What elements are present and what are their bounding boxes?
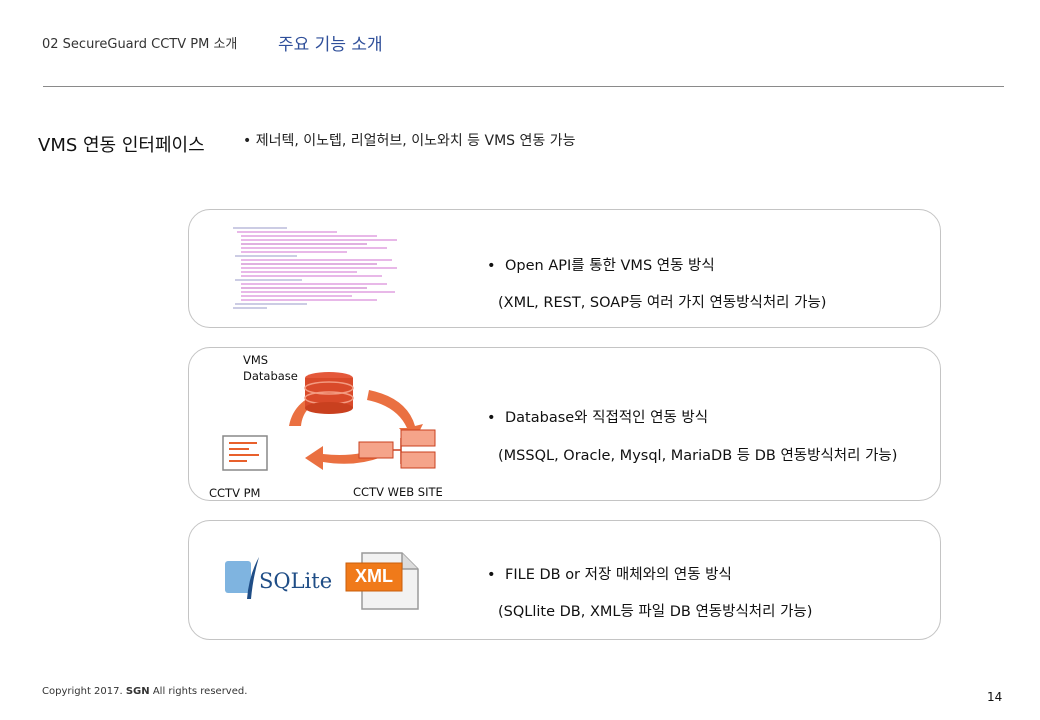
cctv-web-site-icon bbox=[358, 429, 436, 469]
cctv-pm-document-icon bbox=[222, 435, 268, 471]
cctv-pm-label: CCTV PM bbox=[209, 486, 261, 500]
vms-db-label-line1: VMS bbox=[243, 353, 269, 367]
xml-code-thumbnail bbox=[233, 227, 397, 309]
file-db-panel: SQLite XML •FILE DB or 저장 매체와의 연동 방식 (SQ… bbox=[188, 520, 941, 640]
sqlite-logo-text: SQLite bbox=[259, 569, 333, 593]
database-icon bbox=[304, 372, 354, 414]
database-title: •Database와 직접적인 연동 방식 bbox=[487, 410, 709, 426]
file-db-detail: (SQLlite DB, XML등 파일 DB 연동방식처리 가능) bbox=[498, 604, 813, 620]
database-detail: (MSSQL, Oracle, Mysql, MariaDB 등 DB 연동방식… bbox=[498, 448, 898, 464]
topic-title: VMS 연동 인터페이스 bbox=[38, 135, 205, 156]
header-divider bbox=[43, 86, 1004, 87]
database-sync-diagram bbox=[222, 372, 436, 471]
page-number: 14 bbox=[987, 690, 1003, 704]
page-heading: 주요 기능 소개 bbox=[278, 35, 383, 55]
database-panel: VMS Database CCTV PM CCTV WEB SITE •Data… bbox=[188, 347, 941, 501]
xml-file-icon bbox=[345, 552, 419, 610]
cctv-web-site-label: CCTV WEB SITE bbox=[353, 485, 443, 499]
section-label: 02 SecureGuard CCTV PM 소개 bbox=[42, 37, 238, 52]
file-db-title: •FILE DB or 저장 매체와의 연동 방식 bbox=[487, 567, 732, 583]
xml-file-label: XML bbox=[355, 566, 393, 586]
sqlite-logo-icon bbox=[225, 557, 259, 599]
topic-description: • 제너텍, 이노텝, 리얼허브, 이노와치 등 VMS 연동 가능 bbox=[243, 133, 576, 149]
open-api-panel: •Open API를 통한 VMS 연동 방식 (XML, REST, SOAP… bbox=[188, 209, 941, 328]
copyright-notice: Copyright 2017. SGN All rights reserved. bbox=[42, 686, 248, 697]
open-api-title: •Open API를 통한 VMS 연동 방식 bbox=[487, 258, 715, 274]
vms-db-label-line2: Database bbox=[243, 369, 298, 383]
open-api-detail: (XML, REST, SOAP등 여러 가지 연동방식처리 가능) bbox=[498, 295, 827, 311]
